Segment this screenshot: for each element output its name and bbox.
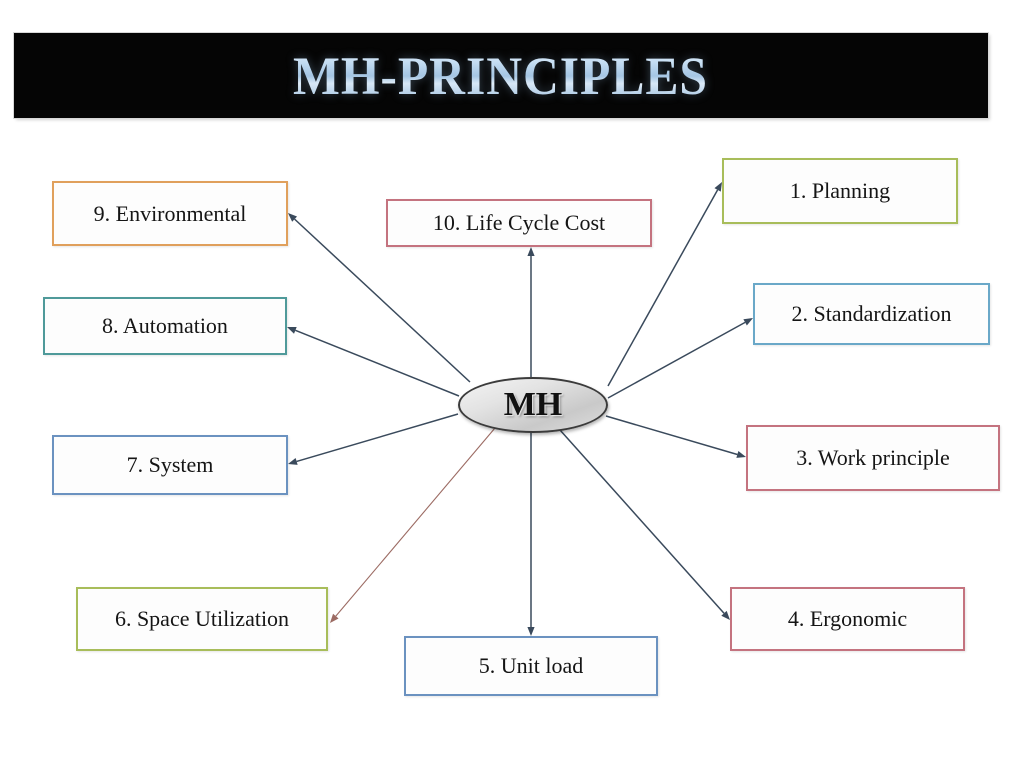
center-node-label: MH — [503, 386, 563, 423]
principle-label: 10. Life Cycle Cost — [432, 210, 606, 235]
principle-label: 4. Ergonomic — [787, 606, 908, 631]
principle-box-7-system[interactable]: 7. System — [52, 435, 288, 495]
arrowhead-icon — [288, 458, 298, 465]
arrowhead-icon — [721, 610, 730, 620]
connector-to-node-5 — [527, 429, 535, 636]
principle-label: 7. System — [126, 452, 214, 477]
connector-to-node-3 — [605, 415, 746, 458]
connector-to-node-2 — [607, 318, 753, 399]
principle-label: 9. Environmental — [93, 200, 247, 226]
arrowhead-icon — [743, 318, 753, 326]
principle-box-3-work-principle[interactable]: 3. Work principle — [746, 425, 1000, 491]
arrowhead-icon — [287, 327, 297, 334]
center-node-mh[interactable]: MH — [458, 377, 608, 433]
principle-label: 6. Space Utilization — [114, 606, 290, 631]
principle-label: 8. Automation — [102, 313, 228, 338]
principle-box-8-automation[interactable]: 8. Automation — [43, 297, 287, 355]
arrowhead-icon — [527, 627, 535, 636]
principle-box-4-ergonomic[interactable]: 4. Ergonomic — [730, 587, 965, 651]
principle-box-6-space-utilization[interactable]: 6. Space Utilization — [76, 587, 328, 651]
title-banner: MH-PRINCIPLES — [14, 33, 988, 118]
principle-label: 1. Planning — [789, 178, 891, 203]
principle-box-1-planning[interactable]: 1. Planning — [722, 158, 958, 224]
page-title: MH-PRINCIPLES — [293, 45, 709, 106]
principle-label: 3. Work principle — [796, 445, 950, 470]
principle-box-5-unit-load[interactable]: 5. Unit load — [404, 636, 658, 696]
connector-to-node-7 — [288, 413, 459, 465]
arrowhead-icon — [527, 247, 535, 256]
connector-to-node-8 — [287, 327, 460, 397]
principle-box-9-environmental[interactable]: 9. Environmental — [52, 181, 288, 246]
arrowhead-icon — [736, 451, 746, 458]
principle-label: 5. Unit load — [478, 653, 584, 678]
arrowhead-icon — [288, 213, 298, 222]
principle-box-10-life-cycle-cost[interactable]: 10. Life Cycle Cost — [386, 199, 652, 247]
arrowhead-icon — [714, 182, 722, 192]
principle-label: 2. Standardization — [791, 301, 952, 326]
arrowhead-icon — [330, 613, 339, 623]
connector-to-node-10 — [527, 247, 535, 377]
connector-to-node-4 — [559, 429, 730, 620]
principle-box-2-standardization[interactable]: 2. Standardization — [753, 283, 990, 345]
connector-to-node-6 — [330, 427, 496, 623]
